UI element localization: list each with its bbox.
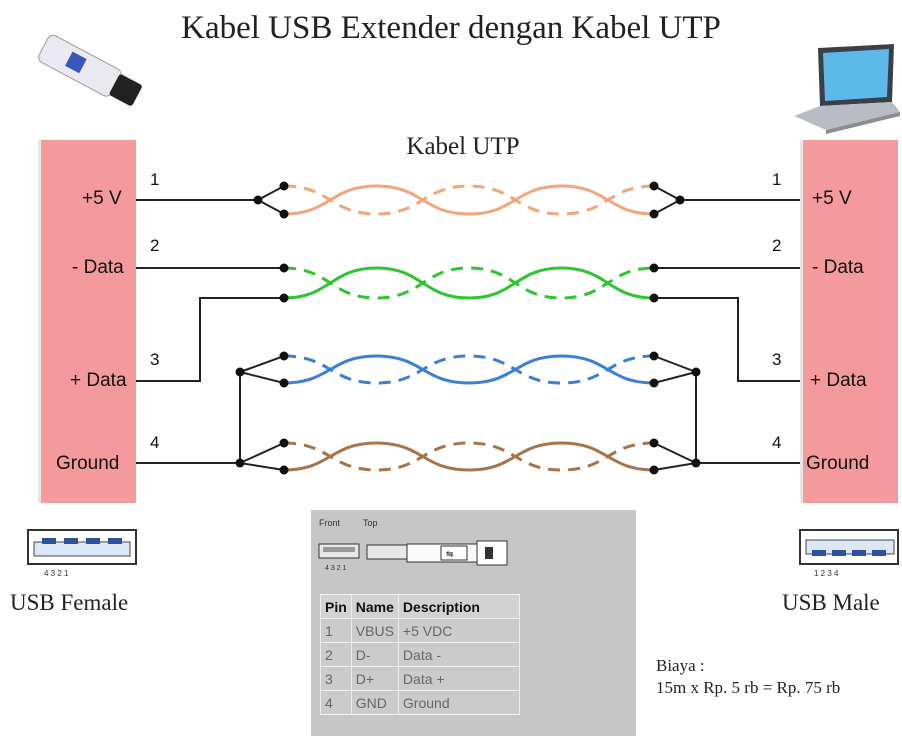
junction-dot	[649, 438, 659, 448]
left-pin-label-4: Ground	[56, 453, 120, 474]
left-pin-number-1: 1	[150, 170, 160, 189]
junction-dot	[649, 378, 659, 388]
twisted-pair-data-plus-solid	[283, 354, 655, 385]
junction-dot	[253, 195, 263, 205]
usb-female-connector	[38, 140, 136, 503]
table-cell: Data +	[397, 666, 520, 691]
usb-male-caption: USB Male	[782, 590, 880, 615]
svg-text:1 2 3 4: 1 2 3 4	[814, 569, 839, 578]
left-pin-number-4: 4	[150, 433, 160, 452]
junction-dot	[649, 209, 659, 219]
laptop-icon	[794, 44, 900, 134]
svg-text:4 3 2 1: 4 3 2 1	[325, 565, 347, 572]
usb-female-caption: USB Female	[10, 590, 129, 615]
diagram-title: Kabel USB Extender dengan Kabel UTP	[181, 10, 721, 46]
junction-dot	[279, 263, 289, 273]
table-cell: +5 VDC	[397, 618, 520, 643]
junction-dot	[675, 195, 685, 205]
twisted-pair-ground-solid	[283, 441, 655, 472]
table-row: 4 GND Ground	[320, 690, 520, 715]
usb-plug-icon: ⇋ 4 3 2 1	[318, 540, 508, 572]
table-row: 2 D- Data -	[320, 642, 520, 667]
table-row: 1 VBUS +5 VDC	[320, 618, 520, 643]
pinout-header-row: Pin Name Description	[320, 594, 520, 619]
svg-text:⇋: ⇋	[446, 549, 454, 559]
right-pin-number-4: 4	[772, 433, 782, 452]
junction-dot	[649, 263, 659, 273]
wire-ground-left	[136, 372, 241, 464]
usb-male-port-icon: 1 2 3 4	[799, 529, 899, 578]
junction-dot	[279, 209, 289, 219]
pinout-header-description: Description	[397, 594, 520, 619]
table-cell: D+	[350, 666, 399, 691]
right-pin-label-1: +5 V	[812, 188, 852, 209]
twisted-pair-5v-striped	[283, 184, 655, 216]
twisted-pair-data-minus-striped	[283, 266, 655, 300]
table-cell: D-	[350, 642, 399, 667]
twisted-pair-data-minus-solid	[283, 266, 655, 300]
usb-pinout-card: Front Top ⇋ 4 3 2 1 Pin Name Description…	[311, 510, 636, 736]
left-pin-number-3: 3	[150, 350, 160, 369]
left-pin-number-2: 2	[150, 236, 160, 255]
junction-dot	[235, 367, 245, 377]
wire-ground-right	[695, 372, 800, 464]
junction-dot	[279, 438, 289, 448]
junction-dot	[279, 378, 289, 388]
table-cell: Data -	[397, 642, 520, 667]
junction-dot	[649, 181, 659, 191]
junction-dot	[235, 458, 245, 468]
top-view-label: Top	[363, 518, 378, 528]
table-cell: 3	[320, 666, 352, 691]
usb-flash-drive-icon	[38, 34, 142, 106]
pinout-header-name: Name	[350, 594, 399, 619]
wire-data-plus-right	[654, 297, 800, 382]
table-cell: VBUS	[350, 618, 399, 643]
junction-dot	[691, 458, 701, 468]
usb-male-connector	[800, 140, 898, 503]
junction-dot	[691, 367, 701, 377]
table-cell: Ground	[397, 690, 520, 715]
usb-female-port-icon: 4 3 2 1	[27, 529, 137, 578]
twisted-pair-data-plus-striped	[283, 354, 655, 385]
left-pin-label-1: +5 V	[82, 188, 122, 209]
table-cell: 1	[320, 618, 352, 643]
right-pin-label-2: - Data	[812, 257, 864, 278]
twisted-pair-5v-solid	[283, 184, 655, 216]
right-pin-number-1: 1	[772, 170, 782, 189]
right-pin-label-3: + Data	[810, 370, 867, 391]
junction-dot	[279, 465, 289, 475]
right-pin-label-4: Ground	[806, 453, 870, 474]
table-cell: GND	[350, 690, 399, 715]
cost-note: Biaya : 15m x Rp. 5 rb = Rp. 75 rb	[656, 655, 840, 699]
right-pin-number-2: 2	[772, 236, 782, 255]
cost-label: Biaya :	[656, 656, 705, 675]
twisted-pair-ground-striped	[283, 441, 655, 472]
left-pin-label-3: + Data	[70, 370, 127, 391]
cost-formula: 15m x Rp. 5 rb = Rp. 75 rb	[656, 678, 841, 697]
junction-dot	[649, 351, 659, 361]
svg-text:4 3 2 1: 4 3 2 1	[44, 569, 69, 578]
table-cell: 4	[320, 690, 352, 715]
pinout-table: Pin Name Description 1 VBUS +5 VDC 2 D- …	[320, 594, 520, 715]
cable-label: Kabel UTP	[406, 133, 520, 160]
wire-data-plus-left	[136, 297, 284, 382]
junction-dot	[279, 293, 289, 303]
table-cell: 2	[320, 642, 352, 667]
right-pin-number-3: 3	[772, 350, 782, 369]
left-pin-label-2: - Data	[72, 257, 124, 278]
table-row: 3 D+ Data +	[320, 666, 520, 691]
junction-dot	[649, 465, 659, 475]
junction-dot	[279, 351, 289, 361]
junction-dot	[279, 181, 289, 191]
pinout-header-pin: Pin	[320, 594, 352, 619]
junction-dot	[649, 293, 659, 303]
front-view-label: Front	[319, 518, 341, 528]
